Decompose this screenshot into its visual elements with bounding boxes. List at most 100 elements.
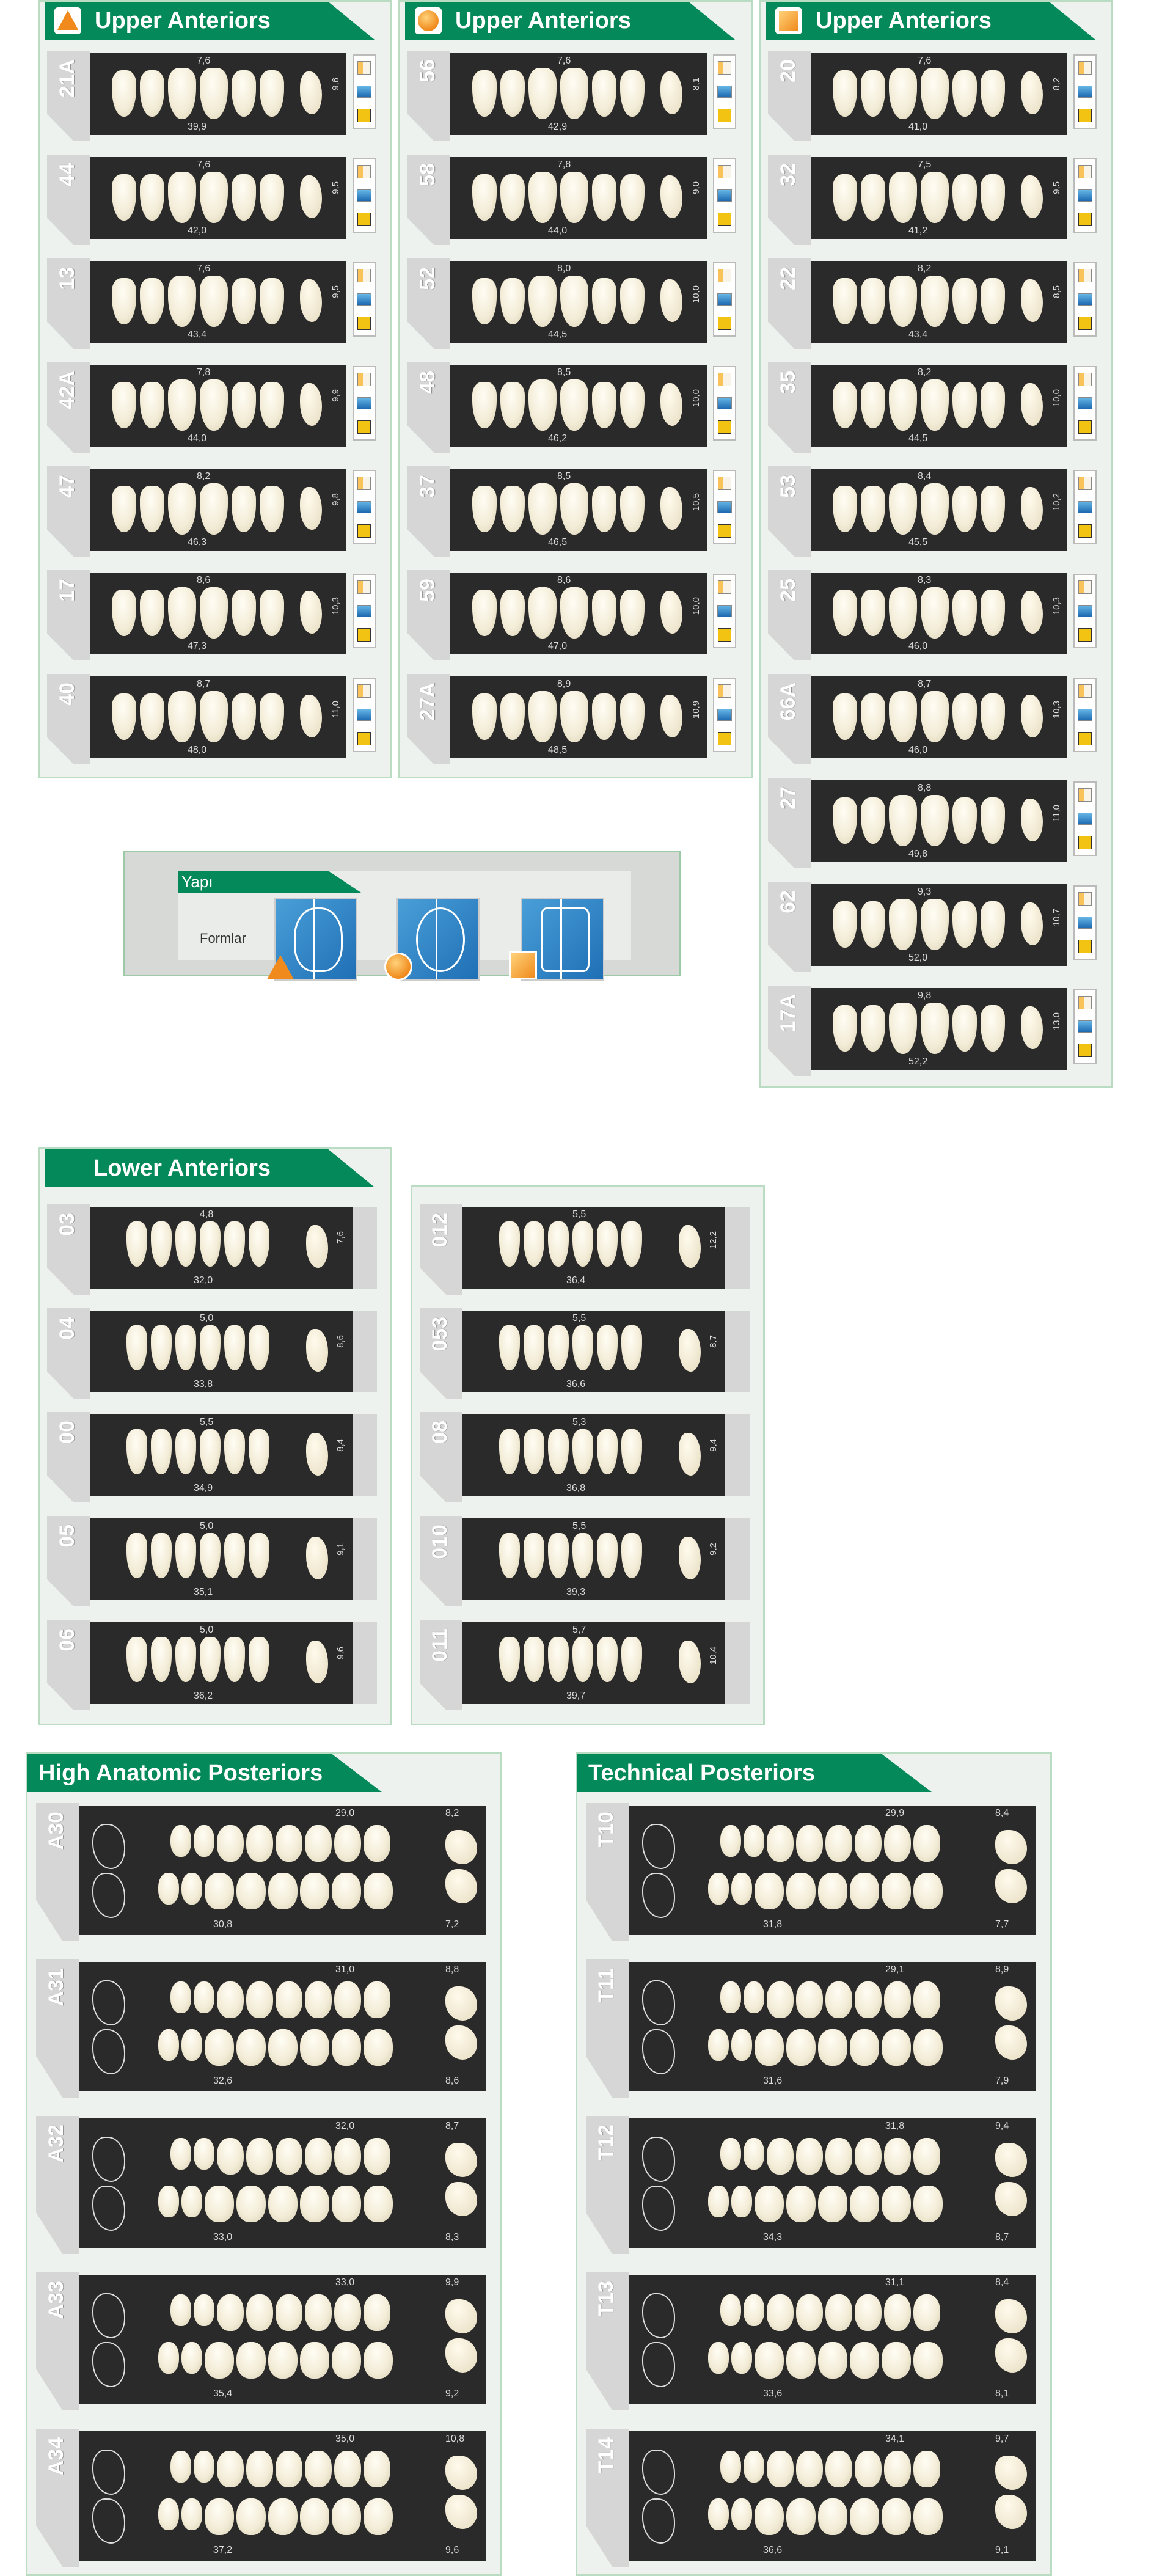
- width-measure: 8,2: [918, 367, 932, 378]
- blue-box-icon: [717, 86, 732, 98]
- tooth: [200, 483, 228, 535]
- tooth: [572, 1533, 593, 1578]
- arch-outline-lower: [642, 1873, 675, 1918]
- tooth: [200, 1533, 221, 1578]
- tooth: [260, 174, 284, 221]
- shade-swatch-icon: [1078, 892, 1092, 906]
- posterior-tooth: [825, 2294, 852, 2331]
- tooth: [200, 691, 228, 742]
- posterior-tooth: [170, 2294, 191, 2326]
- lower-posterior-row: [158, 1873, 393, 1909]
- section-title: High Anatomic Posteriors: [38, 1760, 323, 1786]
- side-view-tooth: [1021, 1006, 1043, 1049]
- tooth: [889, 483, 917, 535]
- tooth-row: [833, 483, 1005, 535]
- tooth-row: [126, 1533, 269, 1578]
- square-icon: [775, 7, 802, 34]
- posterior-tooth: [305, 1825, 332, 1862]
- tooth-row: [833, 691, 1005, 742]
- material-badge-icon: [1078, 213, 1092, 226]
- tooth: [560, 68, 588, 119]
- blue-box-icon: [1078, 1020, 1092, 1033]
- side-view-upper: [995, 1986, 1027, 2021]
- tooth: [833, 174, 857, 221]
- posterior-tooth: [170, 2451, 191, 2483]
- arch-outline-lower: [92, 2029, 125, 2074]
- card-code: T10: [594, 1812, 618, 1848]
- card-code-tab: 012: [420, 1204, 462, 1295]
- tooth: [981, 1005, 1005, 1052]
- legend-title: Yapı: [178, 871, 361, 893]
- lower-posterior-row: [158, 2342, 393, 2379]
- card-code-tab: 010: [420, 1516, 462, 1606]
- tooth-row: [833, 276, 1005, 327]
- lower-posterior-row: [158, 2029, 393, 2066]
- card-code-tab: T11: [586, 1959, 629, 2098]
- posterior-tooth: [364, 2186, 393, 2222]
- posterior-tooth: [884, 1825, 911, 1862]
- posterior-tooth: [825, 2138, 852, 2175]
- card-code: 48: [416, 371, 439, 394]
- card-code: 42A: [56, 371, 79, 409]
- height-measure: 9,5: [331, 285, 341, 298]
- card-code-tab: A30: [36, 1803, 79, 1941]
- posterior-tooth: [850, 2342, 879, 2379]
- tooth: [151, 1429, 172, 1474]
- posterior-tooth: [276, 2294, 302, 2331]
- width-measure: 8,9: [557, 679, 571, 689]
- tooth: [528, 483, 557, 535]
- posterior-tooth: [334, 1981, 361, 2018]
- height-measure: 8,7: [708, 1335, 718, 1348]
- height-measure: 10,0: [691, 597, 701, 615]
- section-header: Technical Posteriors: [577, 1754, 932, 1792]
- posterior-tooth: [855, 2294, 882, 2331]
- side-view-tooth: [679, 1225, 701, 1268]
- card-code: 17: [56, 579, 79, 602]
- posterior-tooth: [217, 2451, 244, 2487]
- tooth: [112, 486, 136, 532]
- posterior-tooth: [194, 1981, 214, 2013]
- tooth-row: [126, 1221, 269, 1267]
- card-code-tab: 27: [768, 778, 811, 868]
- tooth: [232, 693, 256, 740]
- tooth: [200, 172, 228, 223]
- side-view-tooth: [660, 487, 682, 530]
- tooth: [140, 278, 164, 324]
- side-view-lower: [445, 2182, 477, 2216]
- tooth: [621, 1533, 642, 1578]
- card-code-tab: 53: [768, 466, 811, 557]
- bottom-length-measure: 31,6: [763, 2076, 783, 2086]
- shade-icons: [353, 262, 376, 337]
- top-height-measure: 8,7: [445, 2121, 459, 2131]
- tooth-row: [112, 483, 284, 535]
- shade-icons: [1073, 885, 1097, 960]
- arch-outline-upper: [92, 2450, 125, 2495]
- posterior-tooth: [767, 2138, 794, 2175]
- posterior-tooth: [744, 1981, 764, 2013]
- height-measure: 10,5: [691, 493, 701, 511]
- top-length-measure: 33,0: [335, 2277, 355, 2288]
- blue-box-icon: [1078, 709, 1092, 721]
- tooth-row: [472, 68, 645, 119]
- blue-box-icon: [1078, 605, 1092, 617]
- posterior-tooth: [744, 1825, 764, 1857]
- card-code: A30: [45, 1812, 68, 1850]
- posterior-tooth: [767, 1825, 794, 1862]
- posterior-tooth: [158, 2498, 179, 2530]
- posterior-tooth: [364, 2138, 390, 2175]
- tooth: [981, 590, 1005, 636]
- tooth: [861, 693, 885, 740]
- tooth: [833, 797, 857, 844]
